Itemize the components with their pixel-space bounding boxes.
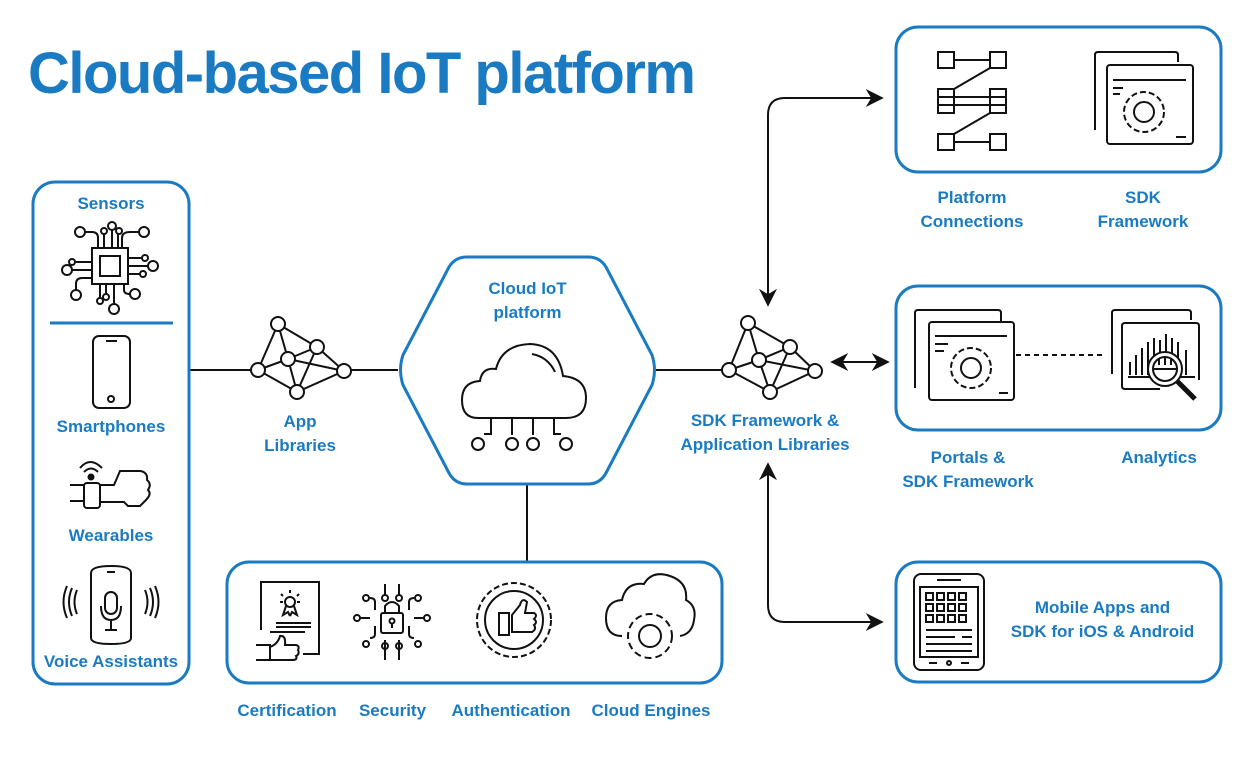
- window-gear-icon: [1094, 51, 1194, 145]
- portals-analytics-box: [894, 284, 1223, 432]
- service-label-cloud-engines: Cloud Engines: [591, 701, 711, 720]
- sdk-hub-line1: SDK Framework &: [690, 411, 840, 430]
- voice-assistant-icon: [62, 564, 160, 646]
- cloud-icon: [460, 342, 588, 451]
- device-label-smartphones: Smartphones: [56, 417, 166, 436]
- sdk-framework-label: SDK Framework: [1078, 186, 1208, 234]
- mobile-apps-box: [894, 560, 1223, 684]
- devices-box: [31, 180, 191, 686]
- tablet-icon: [913, 573, 985, 671]
- analytics-icon: [1111, 309, 1200, 401]
- thumbs-up-badge-icon: [476, 582, 552, 658]
- arrow-sdk-top: [759, 89, 884, 307]
- sdk-framework-line2: Framework: [1097, 212, 1189, 231]
- app-libraries-label: App Libraries: [240, 410, 360, 458]
- diagram-title: Cloud-based IoT platform: [28, 41, 696, 106]
- service-label-security: Security: [358, 701, 427, 720]
- service-label-authentication: Authentication: [451, 701, 571, 720]
- cloud-platform-hexagon: [399, 255, 656, 486]
- portals-sdk-line1: Portals &: [930, 448, 1006, 467]
- device-label-sensors: Sensors: [77, 194, 145, 213]
- certificate-icon: [256, 581, 320, 661]
- cloud-gear-icon: [604, 573, 696, 659]
- lock-circuit-icon: [353, 584, 431, 660]
- portals-sdk-label: Portals & SDK Framework: [893, 446, 1043, 494]
- platform-connections-label: Platform Connections: [902, 186, 1042, 234]
- connections-icon: [937, 51, 1007, 151]
- mobile-apps-label: Mobile Apps and SDK for iOS & Android: [1000, 596, 1205, 644]
- smartwatch-icon: [70, 461, 151, 509]
- smartphone-icon: [92, 335, 131, 409]
- platform-sdk-box: [894, 25, 1223, 174]
- mobile-apps-line2: SDK for iOS & Android: [1010, 622, 1195, 641]
- analytics-label: Analytics: [1121, 448, 1197, 467]
- mobile-apps-line1: Mobile Apps and: [1034, 598, 1171, 617]
- sdk-hub-network-icon: [721, 315, 823, 400]
- cloud-platform-line2: platform: [493, 303, 562, 322]
- cloud-platform-label: Cloud IoT platform: [450, 277, 605, 325]
- chip-icon: [61, 221, 159, 315]
- portals-sdk-line2: SDK Framework: [902, 472, 1034, 491]
- sdk-hub-label: SDK Framework & Application Libraries: [660, 409, 870, 457]
- cloud-platform-line1: Cloud IoT: [488, 279, 567, 298]
- platform-connections-line1: Platform: [937, 188, 1007, 207]
- device-label-wearables: Wearables: [68, 526, 154, 545]
- app-libraries-line1: App: [283, 412, 317, 431]
- platform-connections-line2: Connections: [920, 212, 1024, 231]
- connectors: [190, 89, 890, 631]
- sdk-hub-line2: Application Libraries: [680, 435, 850, 454]
- app-libraries-network-icon: [250, 316, 352, 400]
- device-label-voice-assistants: Voice Assistants: [43, 652, 179, 671]
- arrow-sdk-bottom: [759, 462, 884, 631]
- sdk-framework-line1: SDK: [1125, 188, 1161, 207]
- app-libraries-line2: Libraries: [264, 436, 336, 455]
- services-box: [225, 560, 724, 685]
- portals-window-gear-icon: [914, 309, 1015, 401]
- service-label-certification: Certification: [237, 701, 337, 720]
